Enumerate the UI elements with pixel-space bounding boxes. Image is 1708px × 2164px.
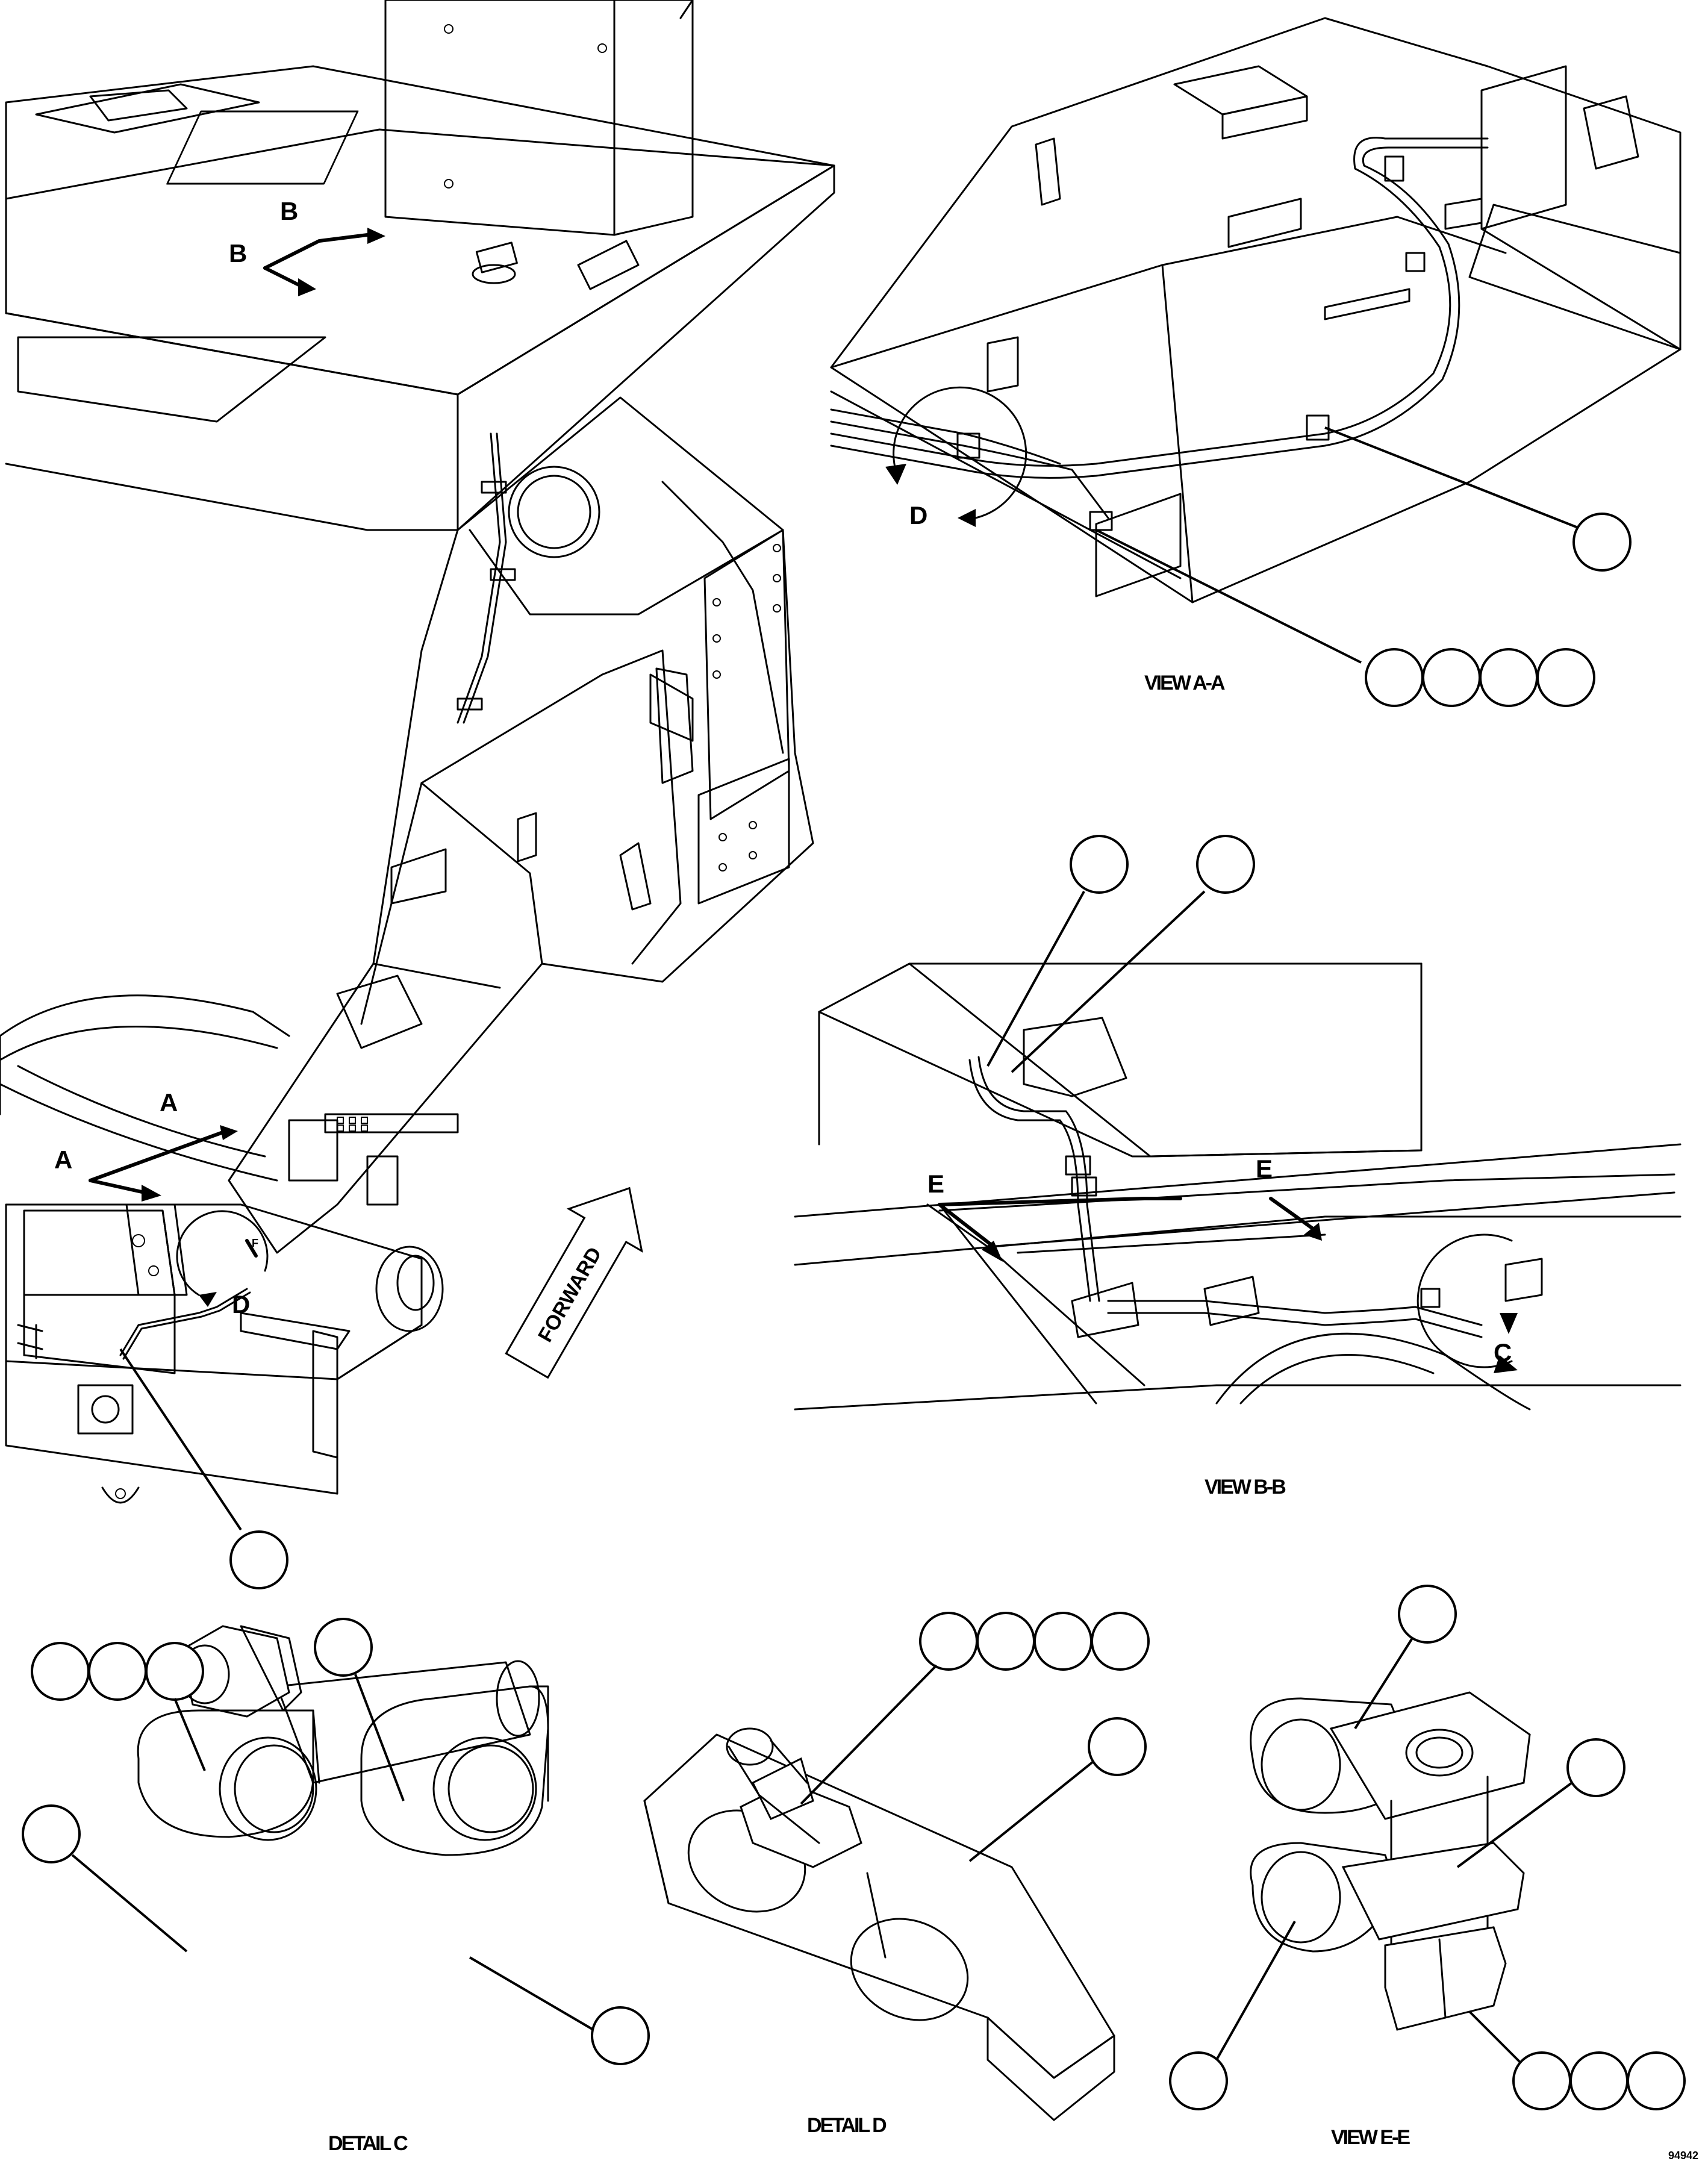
lower-carrier [5,1113,459,1504]
detail-letter-d: D [232,1290,250,1318]
view-e-e: VIEW E-E 94942 [1169,1585,1698,2162]
caption-detail-c: DETAIL C [328,2132,408,2155]
boom-structure [228,396,814,1254]
main-view: B B [0,0,835,1589]
detail-d-indicator: D F [176,1210,269,1318]
section-letter-a-lower: A [54,1146,72,1174]
caption-view-e-e: VIEW E-E [1331,2126,1410,2149]
callout-bubble [229,1530,288,1589]
section-letter-a-upper: A [160,1088,178,1117]
section-arrow-a: A A [54,1088,238,1202]
turntable-ring [0,994,290,1182]
detail-letter-c: C [1494,1338,1512,1367]
caption-view-a-a: VIEW A-A [1144,672,1225,694]
drawing-number: 94942 [1668,2150,1698,2162]
caption-detail-d: DETAIL D [807,2114,887,2137]
view-a-a: D VIEW A-A [830,17,1682,707]
section-letter-b-lower: B [229,239,247,267]
leader-line [119,1348,242,1531]
detail-d: DETAIL D [643,1612,1150,2137]
view-b-b: E E C VIEW B-B [794,835,1682,1498]
section-letter-e-right: E [1256,1155,1273,1183]
section-letter-b-upper: B [280,197,298,225]
upper-deck: B B [5,0,835,531]
caption-view-b-b: VIEW B-B [1205,1476,1286,1498]
detail-letter-f: F [252,1237,258,1249]
detail-letter-d-aa: D [909,501,927,529]
section-letter-e-left: E [927,1170,944,1198]
detail-c: DETAIL C [22,1618,650,2155]
forward-arrow: FORWARD [505,1186,643,1379]
